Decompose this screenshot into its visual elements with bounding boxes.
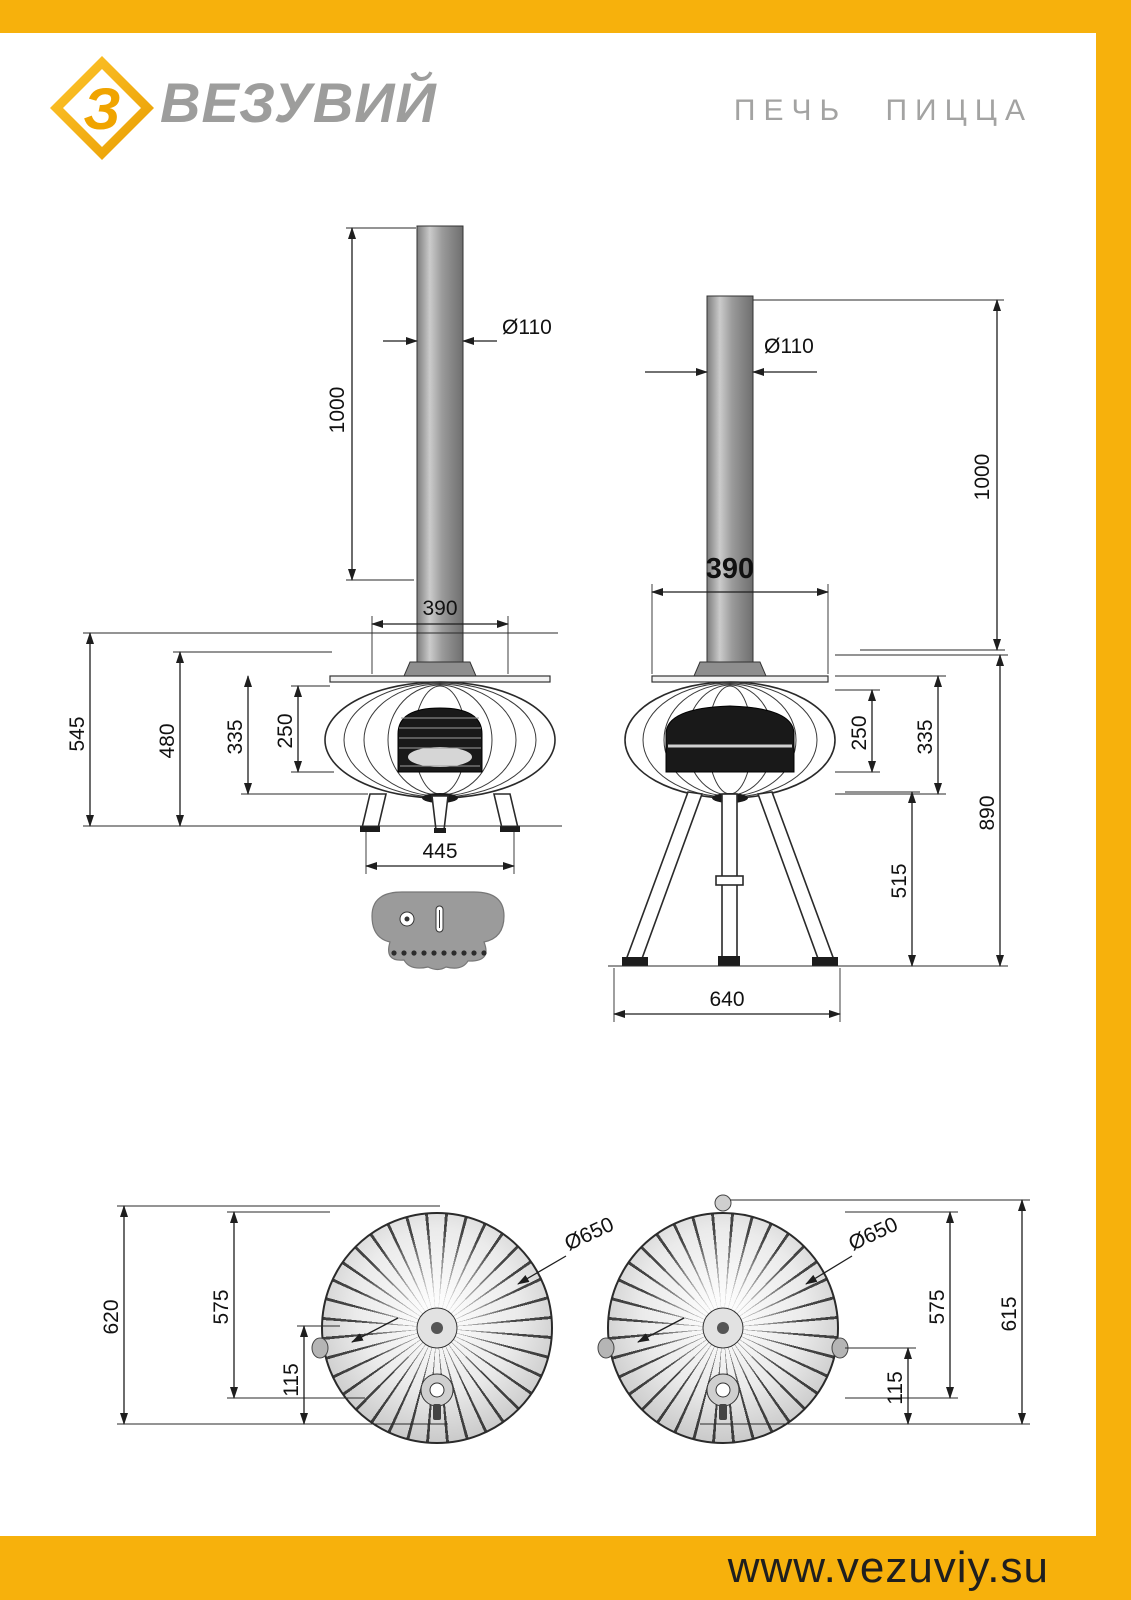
dim-side-pipe-diameter: Ø110 (764, 335, 814, 358)
dim-stand-height: 515 (888, 863, 911, 898)
dim-side-body-width: 390 (706, 553, 754, 585)
top-right-annotation-arrow (637, 1317, 685, 1343)
dim-side-335: 335 (914, 719, 937, 754)
dim-top-left-115: 115 (280, 1363, 303, 1396)
front-view: Ø110 1000 390 545 480 335 250 445 (66, 225, 562, 971)
top-view-right: Ø650 575 115 615 (597, 1194, 1030, 1425)
base-plate-vent-holes (391, 950, 487, 956)
frame-right-band (1096, 0, 1131, 1600)
stand-collar (715, 875, 744, 886)
dim-top-right-115: 115 (884, 1371, 907, 1404)
side-chimney-collar (693, 661, 767, 677)
front-chimney-collar (403, 661, 477, 677)
dim-front-opening-height: 250 (274, 713, 297, 748)
website-url: www.vezuviy.su (727, 1543, 1049, 1592)
front-chimney-pipe (416, 225, 464, 663)
dim-front-leg-span: 445 (422, 840, 457, 863)
front-pizza-stone (408, 747, 472, 767)
dim-front-pipe-diameter: Ø110 (502, 316, 552, 339)
side-top-plate (651, 675, 829, 683)
top-left-side-handle (311, 1337, 329, 1359)
dim-front-body-height: 480 (156, 723, 179, 758)
product-title: ПЕЧЬ ПИЦЦА (733, 94, 1033, 127)
base-plate-top-view (371, 891, 505, 971)
top-view-left: Ø650 620 575 115 (100, 1205, 617, 1425)
dim-stand-overall-height: 890 (976, 795, 999, 830)
top-right-knob (714, 1194, 732, 1212)
dim-side-pipe-height: 1000 (971, 454, 994, 501)
logo-glyph: З (83, 77, 120, 142)
front-opening-grill (399, 717, 481, 767)
side-dimensions: Ø110 1000 390 250 335 515 890 640 (608, 299, 1008, 1022)
front-dimensions: Ø110 1000 390 545 480 335 250 445 (66, 227, 562, 874)
dim-side-opening-height: 250 (848, 715, 871, 750)
top-left-annotation-arrow (351, 1317, 399, 1343)
side-chimney-pipe (706, 295, 754, 663)
logo-inner-diamond (63, 69, 141, 147)
side-oven-opening (665, 705, 795, 773)
dim-top-right-diameter: Ø650 (845, 1213, 901, 1256)
frame-top-band (0, 0, 1131, 33)
top-right-damper-handle (719, 1404, 727, 1420)
front-top-plate (329, 675, 551, 683)
brand-name: ВЕЗУВИЙ (160, 71, 437, 134)
dim-front-335: 335 (224, 719, 247, 754)
frame-bottom-band: www.vezuviy.su (0, 1536, 1131, 1600)
dim-stand-leg-span: 640 (709, 988, 744, 1011)
top-left-damper-handle (433, 1404, 441, 1420)
dim-front-plate-width: 390 (422, 597, 457, 620)
dim-top-right-615: 615 (998, 1296, 1021, 1331)
front-legs (360, 793, 520, 833)
dim-top-right-575: 575 (926, 1289, 949, 1324)
dim-top-left-diameter: Ø650 (561, 1213, 617, 1256)
dim-top-left-620: 620 (100, 1299, 123, 1334)
top-right-left-handle (597, 1337, 615, 1359)
vezuviy-logo: З (50, 56, 154, 160)
dim-front-overall-height: 545 (66, 716, 89, 751)
dim-front-pipe-height: 1000 (326, 387, 349, 434)
side-view: Ø110 1000 390 250 335 515 890 640 (608, 295, 1008, 1022)
dim-top-left-575: 575 (210, 1289, 233, 1324)
stand-legs (622, 791, 838, 966)
